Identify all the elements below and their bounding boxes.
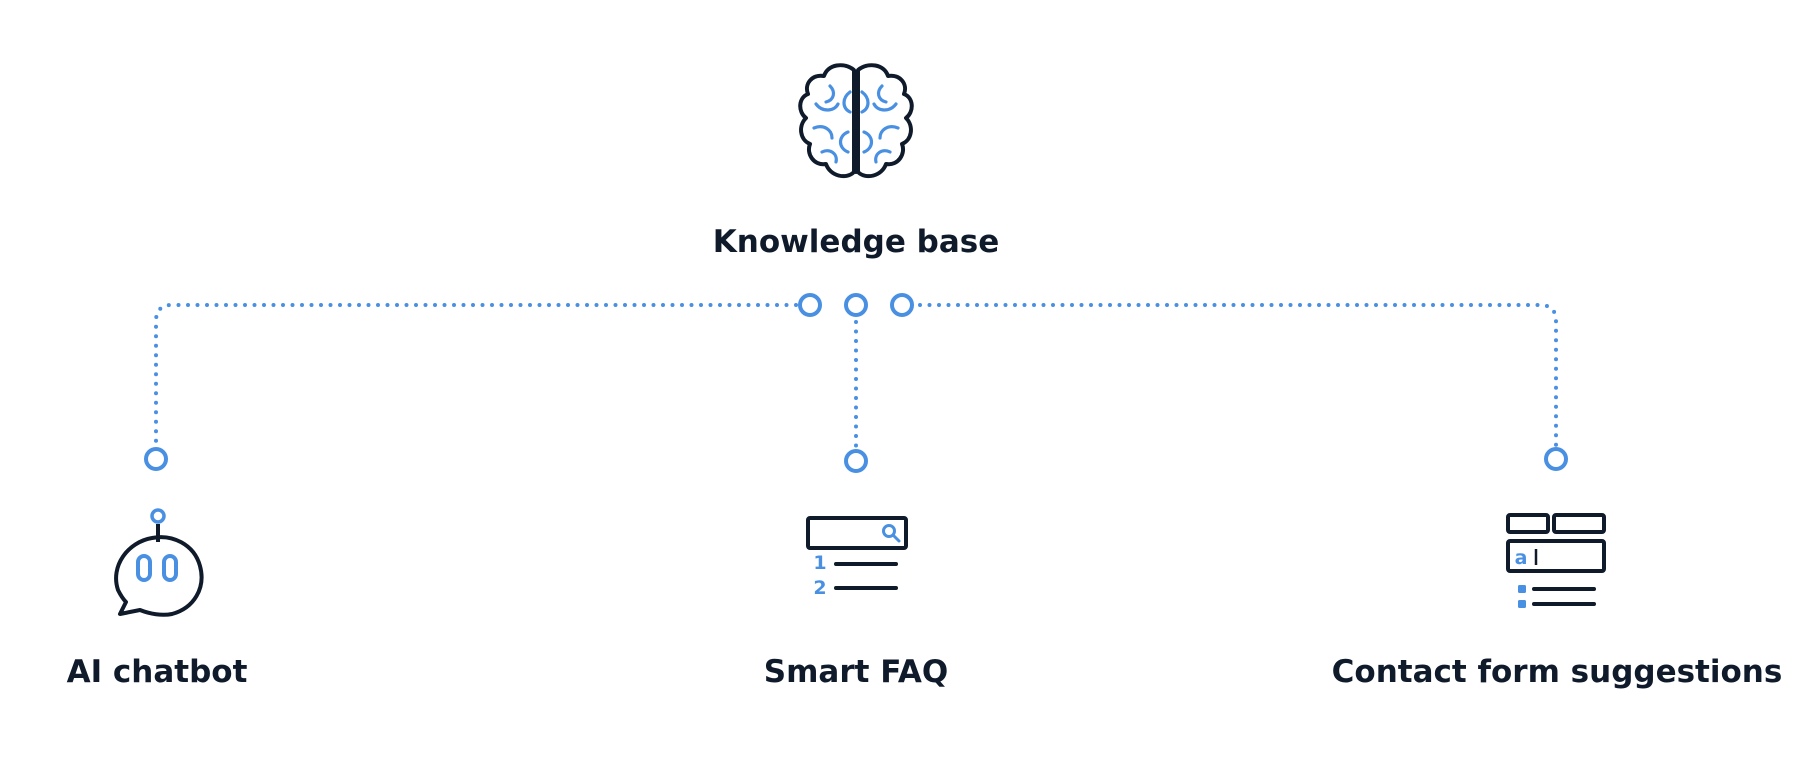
faq-list-number-2: 2 bbox=[813, 577, 826, 599]
faq-list-icon: 1 2 bbox=[806, 516, 908, 599]
node-connector-faq bbox=[844, 449, 868, 473]
connector-left bbox=[154, 303, 798, 450]
hub-connector-center bbox=[844, 293, 868, 317]
brain-icon bbox=[798, 63, 914, 179]
connector-right bbox=[918, 303, 1558, 450]
connector-lines bbox=[154, 303, 1558, 453]
node-connector-contact bbox=[1544, 447, 1568, 471]
node-label-contact: Contact form suggestions bbox=[1332, 654, 1783, 690]
hub-connector-left bbox=[798, 293, 822, 317]
contact-form-icon: a bbox=[1506, 513, 1606, 608]
faq-list-number-1: 1 bbox=[813, 552, 826, 574]
node-label-chatbot: AI chatbot bbox=[67, 654, 248, 690]
node-connector-chatbot bbox=[144, 447, 168, 471]
hub-connectors bbox=[798, 293, 914, 317]
node-label-faq: Smart FAQ bbox=[764, 654, 948, 690]
search-icon bbox=[882, 524, 896, 538]
node-connectors bbox=[144, 447, 1568, 473]
chatbot-icon bbox=[114, 508, 204, 617]
contact-form-field-text: a bbox=[1515, 547, 1528, 569]
hub-connector-right bbox=[890, 293, 914, 317]
hub-label: Knowledge base bbox=[713, 224, 999, 260]
